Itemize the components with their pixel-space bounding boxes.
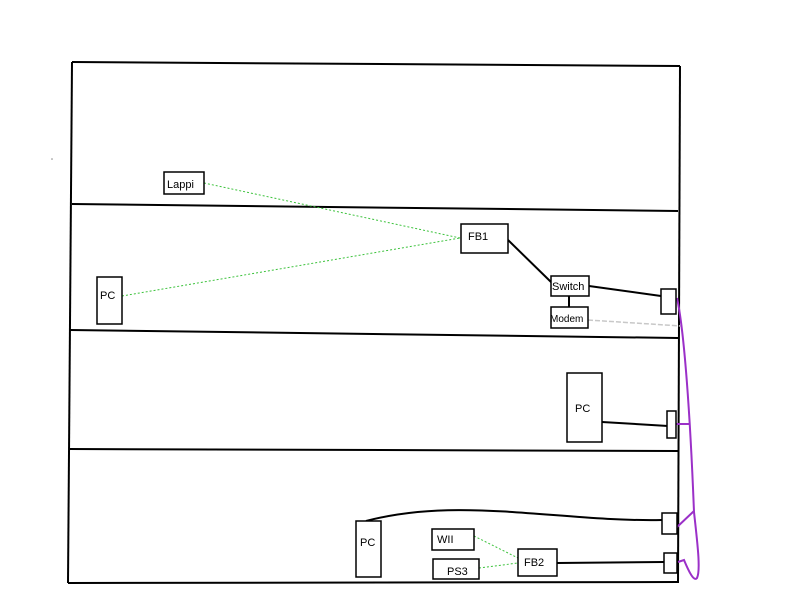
device-switch: Switch xyxy=(550,275,590,297)
device-pc-floor3: PC xyxy=(566,372,603,443)
wall-bottom xyxy=(67,581,679,584)
building-outline xyxy=(67,61,681,584)
adapter-floor4-bottom xyxy=(663,552,678,574)
adapter-floor2 xyxy=(660,288,677,315)
device-modem: Modem xyxy=(550,306,589,329)
cable-pc-adapter xyxy=(601,421,669,427)
device-lappi: Lappi xyxy=(163,171,205,195)
floor-divider-2 xyxy=(69,329,679,339)
device-fb1-label: FB1 xyxy=(468,231,488,243)
device-wii: WII xyxy=(431,528,475,551)
wifi-link-lappi-fb1 xyxy=(203,182,461,239)
device-pc-floor4-label: PC xyxy=(360,537,375,549)
wifi-links xyxy=(121,182,519,569)
device-pc-floor4: PC xyxy=(355,520,382,578)
wifi-link-wii-fb2 xyxy=(473,535,519,559)
wall-right xyxy=(677,65,681,584)
wired-links xyxy=(365,239,669,564)
stray-dot xyxy=(51,158,53,160)
cable-fb2-adapter xyxy=(556,561,665,564)
wifi-link-pc-fb1 xyxy=(121,237,461,297)
device-switch-label: Switch xyxy=(552,281,584,293)
device-ps3: PS3 xyxy=(432,558,480,580)
wall-adapters xyxy=(660,288,678,574)
cable-modem-adapter xyxy=(587,319,682,327)
cable-fb1-switch xyxy=(507,239,552,283)
device-ps3-label: PS3 xyxy=(447,566,468,578)
wall-left xyxy=(67,61,73,584)
cable-pc-adapter-floor4 xyxy=(365,509,663,522)
device-fb2-label: FB2 xyxy=(524,557,544,569)
powerline-links xyxy=(675,297,700,580)
device-pc-floor3-label: PC xyxy=(575,403,590,415)
adapter-floor3 xyxy=(666,410,677,439)
wall-top xyxy=(71,61,681,67)
powerline-branch-floor4 xyxy=(675,510,695,529)
floor-divider-3 xyxy=(68,448,679,452)
device-fb1: FB1 xyxy=(460,223,509,254)
device-pc-floor2-label: PC xyxy=(100,290,115,302)
device-pc-floor2: PC xyxy=(96,276,123,325)
powerline-main xyxy=(676,297,700,580)
device-fb2: FB2 xyxy=(517,548,558,577)
cable-switch-adapter xyxy=(588,285,662,297)
adapter-floor4-top xyxy=(661,512,678,535)
floor-divider-1 xyxy=(71,203,679,212)
wifi-link-ps3-fb2 xyxy=(478,562,519,569)
device-lappi-label: Lappi xyxy=(167,179,194,191)
device-modem-label: Modem xyxy=(550,314,583,325)
device-wii-label: WII xyxy=(437,534,454,546)
